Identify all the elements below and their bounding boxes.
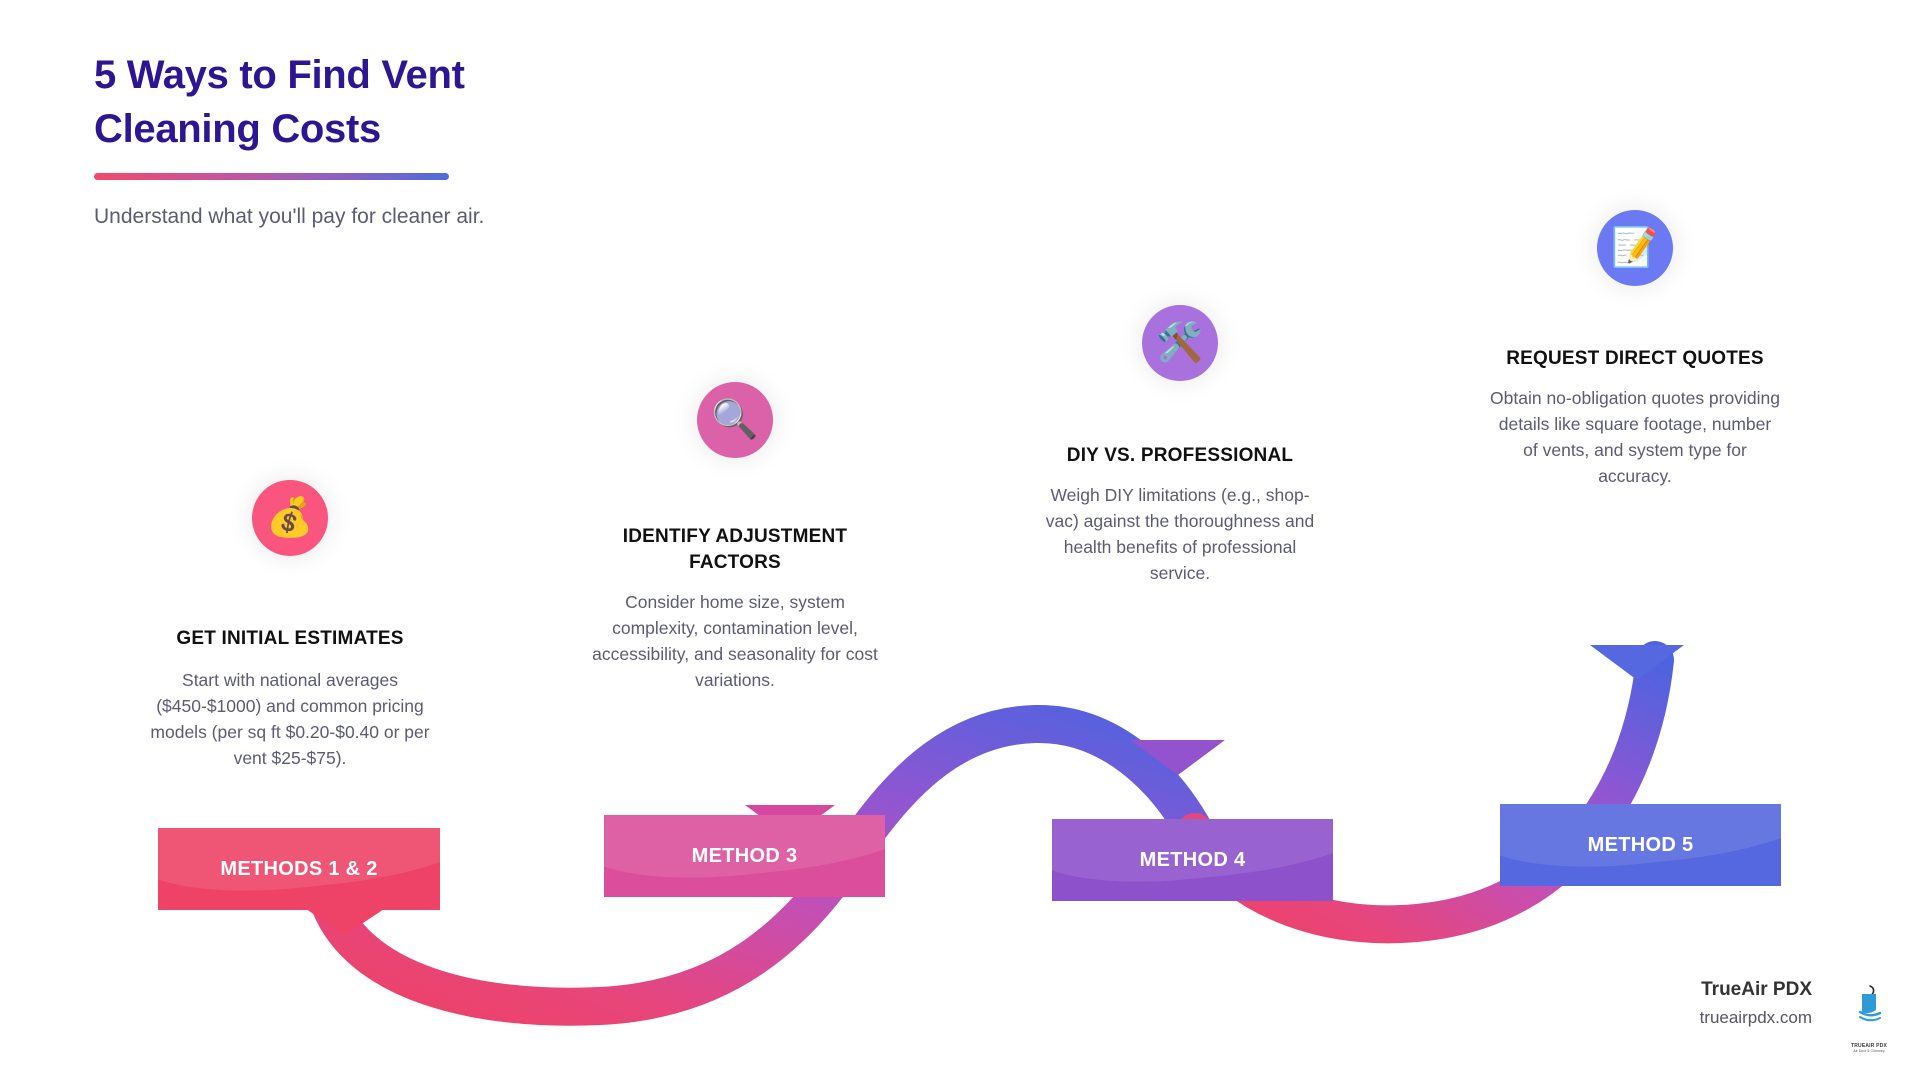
step-4-banner-label: METHOD 5 bbox=[1587, 833, 1694, 856]
money-bag-icon: 💰 bbox=[252, 480, 328, 556]
step-2: 🔍 IDENTIFY ADJUSTMENT FACTORS Consider h… bbox=[585, 382, 885, 694]
hammer-and-wrench-glyph: 🛠️ bbox=[1156, 322, 1204, 364]
brand-block: TrueAir PDX trueairpdx.com bbox=[1700, 979, 1812, 1028]
step-1-banner-label: METHODS 1 & 2 bbox=[220, 857, 378, 880]
memo-glyph: 📝 bbox=[1611, 227, 1659, 269]
step-2-banner[interactable]: METHOD 3 bbox=[604, 815, 885, 897]
step-2-banner-label: METHOD 3 bbox=[691, 844, 798, 867]
step-3-title: DIY VS. PROFESSIONAL bbox=[1066, 445, 1294, 466]
brand-url: trueairpdx.com bbox=[1699, 1008, 1812, 1027]
brand-name: TrueAir PDX bbox=[1701, 979, 1812, 1000]
arrow-notch-3 bbox=[1130, 740, 1225, 775]
page-subtitle: Understand what you'll pay for cleaner a… bbox=[94, 204, 485, 228]
step-4-body: Obtain no-obligation quotes providing de… bbox=[1490, 388, 1780, 486]
magnifying-glass-icon: 🔍 bbox=[697, 382, 773, 458]
title-divider bbox=[94, 172, 449, 180]
money-bag-glyph: 💰 bbox=[266, 497, 314, 539]
header-block: 5 Ways to Find Vent Cleaning Costs Under… bbox=[94, 48, 794, 229]
step-2-title: IDENTIFY ADJUSTMENT FACTORS bbox=[622, 526, 848, 574]
logo-caption: TRUEAIR PDX bbox=[1850, 1043, 1888, 1049]
logo-subcaption: Air Duct & Chimney bbox=[1853, 1049, 1885, 1053]
magnifying-glass-glyph: 🔍 bbox=[711, 399, 759, 441]
arrow-notch-4 bbox=[1590, 645, 1684, 680]
step-3: 🛠️ DIY VS. PROFESSIONAL Weigh DIY limita… bbox=[1035, 305, 1325, 587]
step-4-title: REQUEST DIRECT QUOTES bbox=[1506, 348, 1764, 369]
step-1-title: GET INITIAL ESTIMATES bbox=[176, 628, 404, 649]
step-3-banner[interactable]: METHOD 4 bbox=[1052, 819, 1333, 901]
hammer-and-wrench-icon: 🛠️ bbox=[1142, 305, 1218, 381]
step-1-banner[interactable]: METHODS 1 & 2 bbox=[158, 828, 440, 910]
step-1: 💰 GET INITIAL ESTIMATES Start with natio… bbox=[140, 480, 440, 772]
step-2-body: Consider home size, system complexity, c… bbox=[592, 592, 878, 691]
trueair-logo-mark bbox=[1858, 985, 1882, 1022]
page-title-line-1: 5 Ways to Find Vent bbox=[94, 53, 465, 97]
step-4: 📝 REQUEST DIRECT QUOTES Obtain no-obliga… bbox=[1490, 210, 1780, 490]
step-3-body: Weigh DIY limitations (e.g., shop-vac) a… bbox=[1045, 485, 1315, 583]
trueair-logo: TRUEAIR PDX Air Duct & Chimney bbox=[1840, 980, 1898, 1053]
page-title-line-2: Cleaning Costs bbox=[94, 107, 381, 152]
step-1-body: Start with national averages ($450-$1000… bbox=[150, 670, 430, 768]
memo-icon: 📝 bbox=[1597, 210, 1673, 286]
step-4-banner[interactable]: METHOD 5 bbox=[1500, 804, 1781, 886]
step-3-banner-label: METHOD 4 bbox=[1139, 848, 1246, 871]
page-title: 5 Ways to Find Vent Cleaning Costs bbox=[94, 48, 794, 157]
